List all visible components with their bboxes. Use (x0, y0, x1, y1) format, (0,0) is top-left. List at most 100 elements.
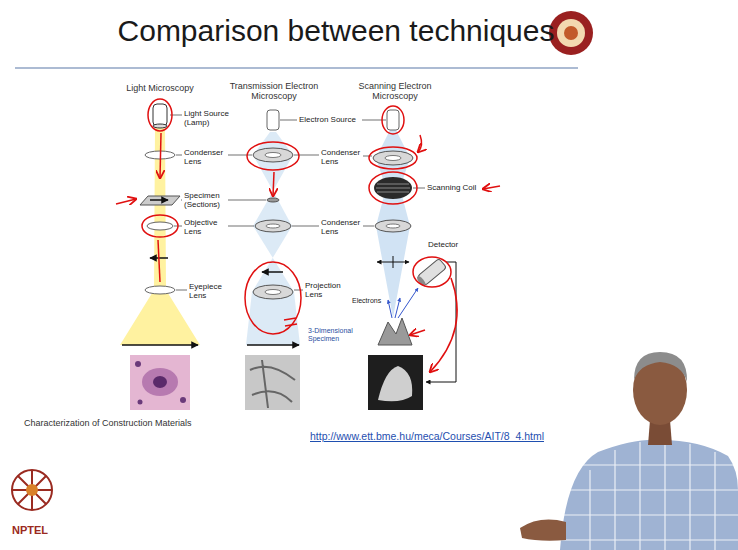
logo-ring (12, 470, 52, 510)
leader-line (413, 188, 425, 189)
title-rule (15, 67, 578, 68)
electron-ray (388, 300, 392, 318)
hand-annotations (116, 99, 500, 372)
scan-tick (393, 256, 394, 268)
condenser-ring (373, 151, 413, 165)
red-circle (382, 106, 404, 134)
red-arrow (273, 172, 274, 196)
ring-hole (265, 290, 281, 295)
part-label: Electrons (352, 297, 381, 305)
leader-line (363, 156, 372, 157)
slide-title: Comparison between techniques (0, 14, 672, 48)
image-arrow (262, 271, 283, 273)
red-circle (245, 262, 301, 334)
sem-image (368, 355, 423, 410)
part-label: Condenser Lens (321, 148, 365, 166)
nucleus (153, 376, 167, 388)
part-label: Light Source (Lamp) (184, 109, 238, 127)
image-arrow (122, 344, 198, 346)
electron-ray (398, 288, 418, 318)
part-label: Projection Lens (305, 281, 353, 299)
institute-logo (549, 11, 593, 55)
leader-line (280, 120, 297, 121)
specimen-slide (140, 196, 180, 205)
3d-specimen (378, 318, 412, 345)
leader-line (176, 290, 187, 291)
red-circle (369, 147, 417, 169)
part-label: Objective Lens (184, 218, 228, 236)
electron-beam (246, 132, 300, 345)
lecturer (520, 352, 738, 550)
objective-ring (255, 220, 291, 232)
part-label: Condenser Lens (321, 218, 365, 236)
lamp-base (153, 124, 167, 128)
part-label: Electron Source (299, 115, 356, 124)
leader-line (228, 200, 266, 201)
condenser-ring (375, 220, 411, 232)
shirt (560, 440, 738, 550)
column-heading: Light Microscopy (115, 83, 205, 93)
watermark: NPTEL (12, 524, 48, 537)
red-circle (369, 172, 417, 204)
red-circle (148, 99, 172, 131)
part-label: Specimen (Sections) (184, 191, 230, 209)
electron-source (387, 110, 399, 130)
nptel-logo (12, 470, 52, 510)
source-url: http://www.ett.bme.hu/meca/Courses/AIT/8… (310, 430, 544, 442)
electron-ray (395, 298, 400, 318)
column-heading: Transmission Electron Microscopy (229, 81, 319, 102)
part-label: Scanning Coil (427, 183, 476, 192)
electron-source (267, 110, 279, 130)
ring-hole (385, 156, 401, 161)
logo-emblem (564, 26, 578, 40)
red-equals (284, 318, 297, 326)
red-arrow (116, 199, 136, 204)
leader-line (228, 226, 254, 227)
scanning-coil (374, 177, 412, 199)
leader-line (292, 226, 319, 227)
objective-lens (147, 222, 173, 230)
nucleus (135, 361, 141, 367)
column-heading: Scanning Electron Microscopy (352, 81, 438, 102)
scanning-electron-microscope (368, 110, 456, 410)
leader-line (294, 290, 303, 291)
condenser-ring (253, 148, 293, 162)
coil-windings (376, 184, 410, 192)
red-arrow (418, 135, 422, 152)
leader-line (294, 155, 319, 156)
logo-ring (549, 11, 593, 55)
leader-lines (170, 115, 425, 290)
logo-spokes (12, 470, 52, 510)
logo-center (557, 19, 585, 47)
tem-texture (250, 360, 295, 408)
shirt-checks (560, 442, 738, 550)
cell (142, 368, 178, 396)
leader-line (228, 155, 252, 156)
projection-ring (253, 285, 293, 299)
leader-line (363, 226, 374, 227)
red-arrow (160, 133, 161, 178)
red-stroke (158, 240, 160, 282)
tem-image (245, 355, 300, 410)
ring-hole (266, 224, 280, 228)
red-arrow (410, 330, 425, 335)
part-label: Condenser Lens (184, 148, 228, 166)
ring-hole (386, 224, 400, 228)
hair (634, 352, 687, 382)
red-curve (430, 278, 457, 372)
course-caption: Characterization of Construction Materia… (24, 418, 192, 428)
specimen (267, 198, 279, 202)
red-arrow (483, 186, 500, 189)
part-label: Eyepiece Lens (189, 282, 233, 300)
logo-center (26, 484, 38, 496)
sem-particle (378, 366, 412, 401)
leader-line (176, 155, 182, 156)
leader-line (181, 200, 182, 201)
red-circle (247, 142, 299, 170)
ring-hole (265, 153, 281, 158)
lamp (153, 104, 167, 126)
part-label: Detector (428, 240, 458, 249)
nucleus (138, 400, 143, 405)
image-arrow (150, 199, 168, 201)
